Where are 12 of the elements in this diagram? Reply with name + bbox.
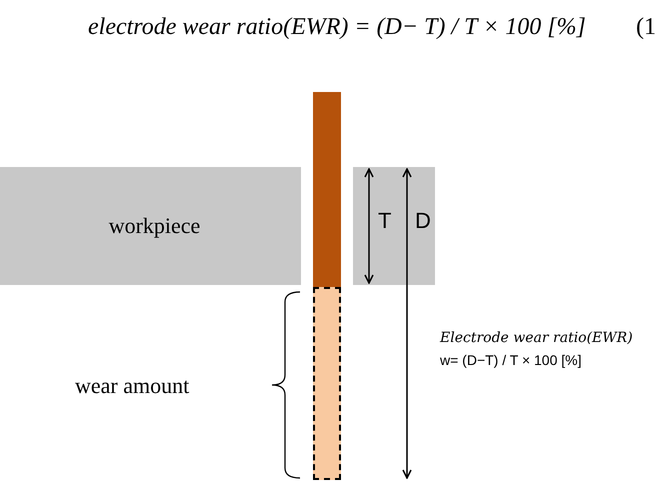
formula: Electrode wear ratio(EWR) <box>440 330 633 346</box>
formula: electrode wear ratio(EWR) = (D− T) / T × 100 [%] <box>88 14 586 41</box>
formula: w= (D−T) / T × 100 [%] <box>440 352 582 368</box>
equation-number: (1 <box>636 14 656 41</box>
worn-electrode-bar <box>313 287 341 480</box>
dimension-label: D <box>415 208 431 234</box>
electrode-bar <box>313 92 341 287</box>
dimension-label: T <box>378 208 392 234</box>
workpiece-block <box>0 167 301 285</box>
workpiece-block <box>353 167 435 285</box>
callout-label: wear amount <box>75 373 190 399</box>
block-label: workpiece <box>108 213 200 239</box>
